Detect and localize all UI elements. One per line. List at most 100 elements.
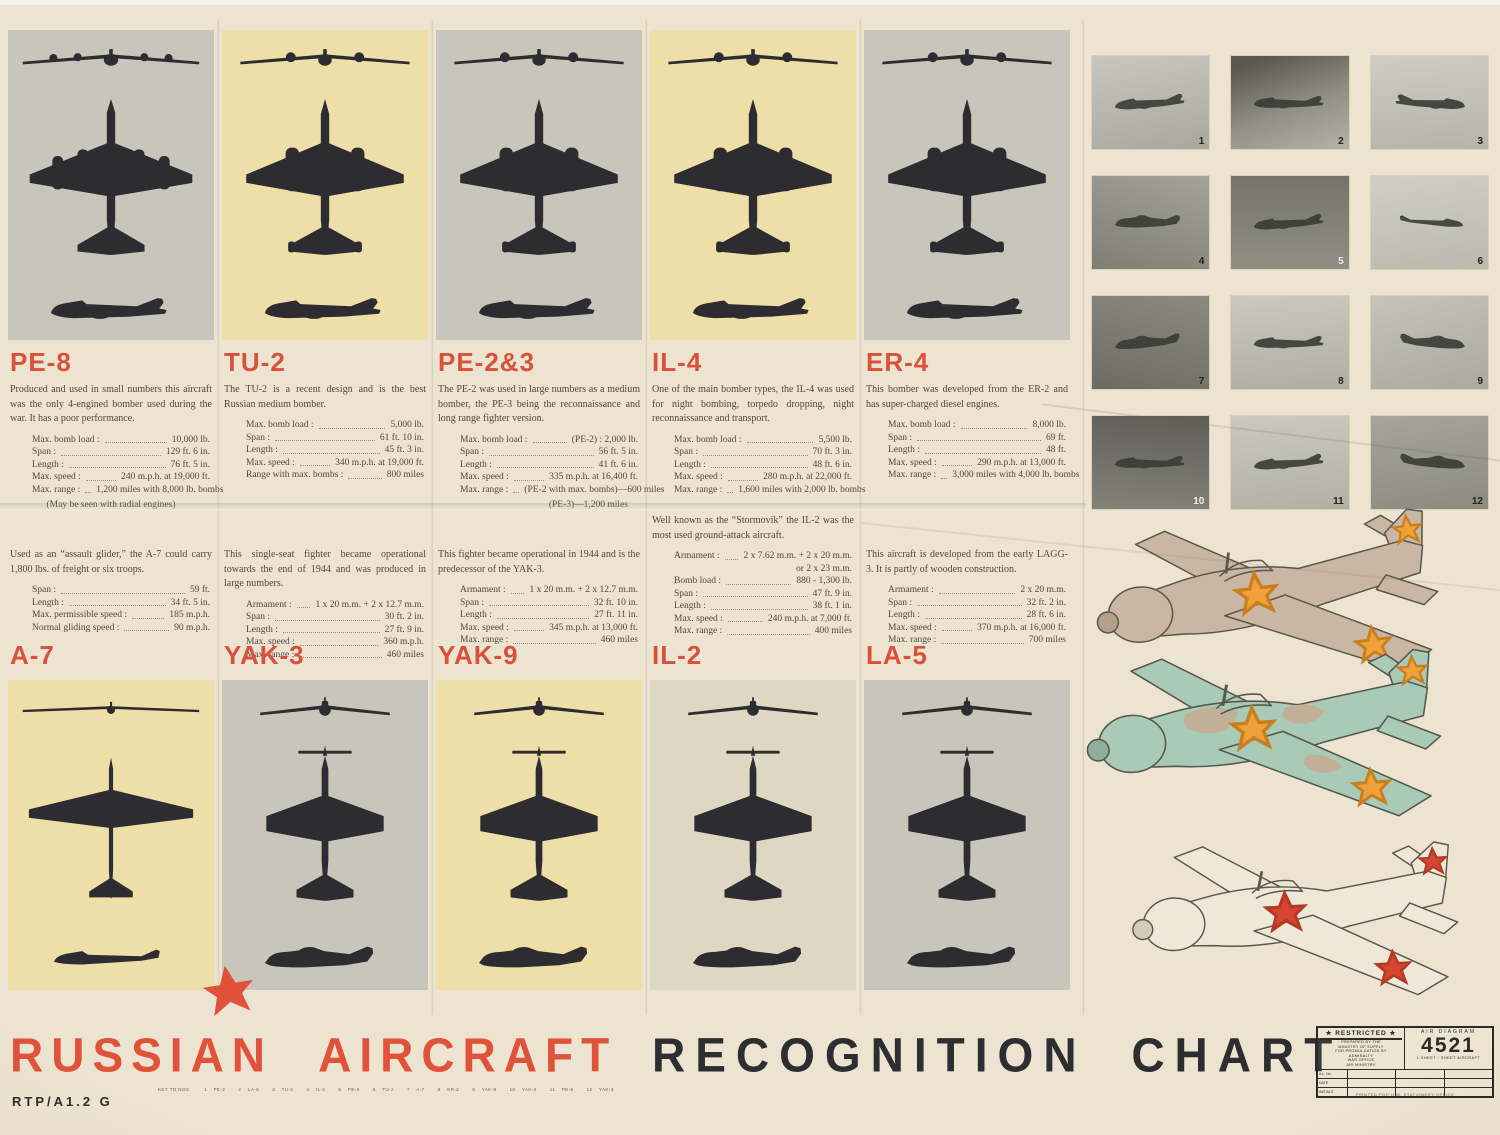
photo-cell: 4 [1092, 176, 1210, 269]
photo-key-strip: KEY TO NOS. 1 PE-2 2 LA-5 3 TU-2 4 IL-2 … [158, 1087, 614, 1092]
dot-leader [727, 471, 759, 481]
spec-row: Max. range :1,200 miles with 8,000 lb. b… [32, 484, 223, 497]
side-view-silhouette [262, 292, 388, 328]
dot-leader [513, 484, 520, 493]
spec-row: Armament :2 x 7.62 m.m. + 2 x 20 m.m. [674, 550, 852, 563]
dot-leader [299, 636, 379, 646]
spec-value: 290 m.p.h. at 13,000 ft. [977, 457, 1066, 468]
spec-value: 32 ft. 10 in. [593, 597, 638, 608]
spec-label: Max. speed : [674, 472, 723, 482]
spec-row: Max. range :3,000 miles with 4,000 lb. b… [888, 469, 1079, 482]
silhouette-panel [650, 30, 856, 340]
photo-cell: 8 [1231, 296, 1349, 389]
amendment-label: INITIALS [1318, 1087, 1348, 1096]
dot-leader [941, 469, 948, 479]
dot-leader [131, 609, 165, 619]
spec-value: 1,600 miles with 2,000 lb. bombs [738, 484, 866, 495]
dot-leader [348, 469, 382, 479]
spec-label: Length : [32, 459, 64, 470]
spec-label: Max. range : [246, 649, 295, 660]
dot-leader [746, 434, 814, 443]
dot-leader [941, 457, 973, 466]
side-view-silhouette [262, 942, 388, 978]
spec-label: Length : [888, 610, 920, 620]
aircraft-name: PE-8 [10, 347, 72, 377]
spec-value: 2 x 20 m.m. [1020, 585, 1066, 595]
aircraft-name: YAK-3 [224, 640, 305, 670]
spec-row: Max. range :700 miles [888, 634, 1066, 647]
amendment-row: INITIALS [1318, 1087, 1492, 1096]
photo-cell: 10 [1092, 416, 1210, 509]
silhouette-panel [222, 680, 428, 990]
aircraft-photo-silhouette [1391, 210, 1468, 236]
front-view-silhouette [663, 696, 843, 722]
silhouette-panel [222, 30, 428, 340]
photo-cell: 1 [1092, 56, 1210, 149]
silhouette-panel [436, 680, 642, 990]
spec-row: Length :48 ft. 6 in. [674, 459, 852, 472]
spec-label: Max. permissible speed : [32, 610, 127, 620]
dot-leader [61, 446, 161, 456]
side-view-silhouette [904, 942, 1030, 978]
spec-value: 90 m.p.h. [174, 622, 210, 633]
spec-row: Span :56 ft. 5 in. [460, 446, 638, 459]
front-view-silhouette [663, 46, 843, 72]
photo-number: 1 [1198, 136, 1205, 147]
spec-value: 70 ft. 3 in. [812, 447, 852, 457]
dot-leader [703, 588, 808, 597]
plan-view-silhouette [668, 744, 838, 920]
front-view-silhouette [877, 696, 1057, 722]
diagram-number: 4521 [1421, 1034, 1476, 1057]
silhouette-panel [8, 30, 214, 340]
spec-value: 32 ft. 2 in. [1026, 597, 1066, 608]
aircraft-name: YAK-9 [438, 640, 519, 670]
dot-leader [124, 622, 170, 631]
spec-row: Max. bomb load :10,000 lb. [32, 434, 210, 447]
sheet-line: 1 SHEET · SHEET AIRCRAFT [1416, 1056, 1481, 1060]
spec-value: 240 m.p.h. at 19,000 ft. [121, 472, 210, 482]
photo-number: 9 [1477, 376, 1483, 387]
spec-label: Max. speed : [888, 457, 937, 468]
aircraft-photo-silhouette [1251, 449, 1328, 476]
spec-row: Max. speed :360 m.p.h. [246, 636, 424, 649]
photo-number: 12 [1471, 496, 1483, 507]
spec-label: Max. bomb load : [460, 434, 528, 445]
aircraft-card-er-4: ER-4 This bomber was developed from the … [864, 30, 1079, 535]
spec-table: Span :59 ft. Length :34 ft. 5 in. Max. p… [32, 584, 214, 634]
fold-line [1082, 20, 1085, 1015]
aircraft-card-il-4: IL-4 One of the main bomber types, the I… [650, 30, 865, 535]
fold-line [0, 503, 1086, 511]
spec-value: 8,000 lb. [1032, 420, 1066, 430]
aircraft-card-yak-9: This fighter became operational in 1944 … [436, 548, 642, 1003]
dot-leader [275, 611, 380, 621]
photo-cell: 6 [1370, 176, 1488, 269]
dot-leader [104, 434, 167, 443]
spec-row: Max. range :(PE-2 with max. bombs)—600 m… [460, 484, 664, 497]
front-view-silhouette [877, 46, 1057, 72]
dot-leader [532, 434, 567, 443]
dot-leader [85, 484, 92, 493]
side-view-silhouette [476, 292, 602, 328]
dot-leader [489, 446, 594, 456]
front-view-silhouette [235, 696, 415, 722]
spec-label: Max. bomb load : [674, 434, 742, 445]
spec-table: Max. bomb load :5,500 lb. Span :70 ft. 3… [674, 434, 865, 497]
spec-row: Length :28 ft. 6 in. [888, 609, 1066, 622]
spec-label: Max. range : [674, 626, 723, 636]
spec-label: Max. speed : [460, 622, 509, 633]
aircraft-name: IL-2 [652, 640, 703, 670]
spec-row: Length :41 ft. 6 in. [460, 459, 638, 472]
aircraft-card-pe-8: PE-8 Produced and used in small numbers … [8, 30, 223, 535]
dot-leader [296, 599, 311, 608]
spec-value: 38 ft. 1 in. [812, 601, 852, 611]
fold-line [859, 20, 862, 1015]
dot-leader [727, 484, 734, 493]
spec-row: Span :70 ft. 3 in. [674, 446, 852, 459]
amendment-cell [1348, 1069, 1397, 1078]
spec-label: Max. speed : [460, 472, 509, 482]
dot-leader [917, 432, 1041, 441]
restricted-stamp-box: ★ RESTRICTED ★ PREPARED BY THE MINISTRY … [1316, 1026, 1494, 1098]
dot-leader [510, 584, 525, 594]
spec-label: Span : [32, 585, 57, 595]
spec-table: Max. bomb load :8,000 lb. Span :69 ft. L… [888, 419, 1079, 482]
